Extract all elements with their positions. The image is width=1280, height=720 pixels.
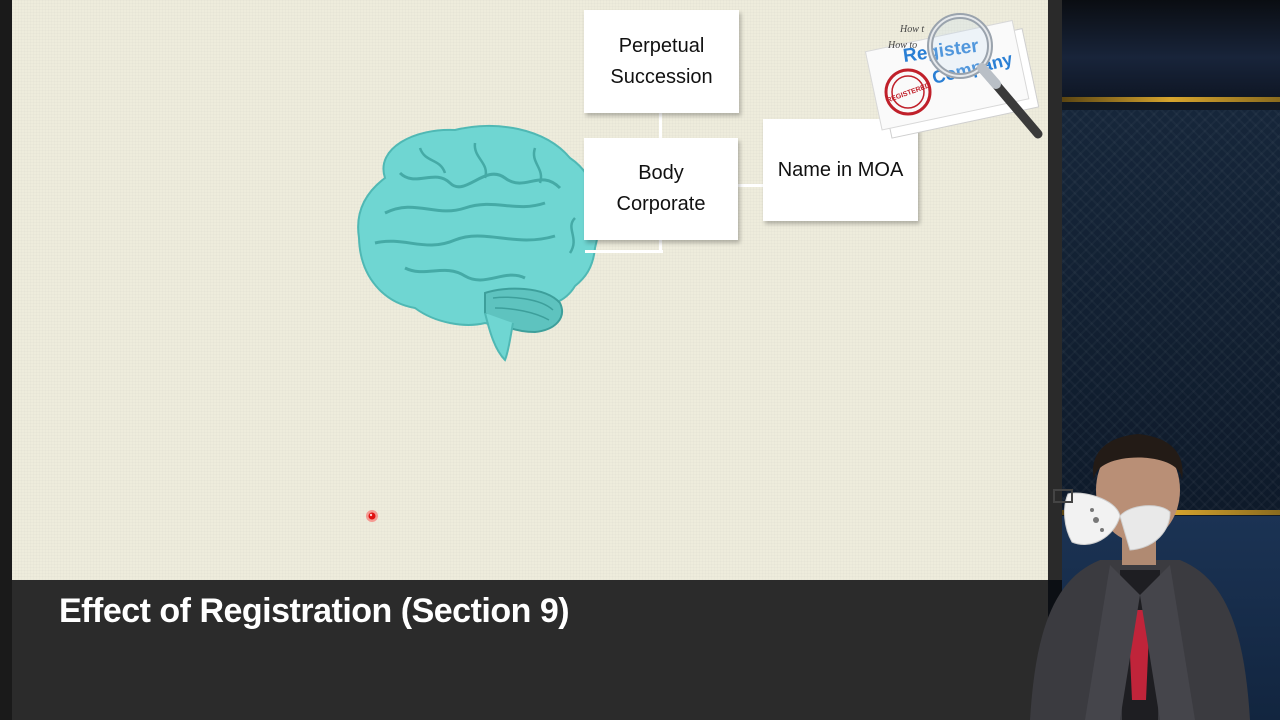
perpetual-succession-line1: Perpetual [618, 34, 705, 57]
box-body-corporate: Body Corporate [584, 138, 738, 240]
body-corporate-line2: Corporate [616, 193, 706, 215]
logo-heading-line2: How to [887, 40, 917, 51]
caption-title: Effect of Registration (Section 9) [59, 592, 570, 630]
logo-heading-line1: How t [899, 24, 924, 35]
name-in-moa-label: Name in MOA [777, 158, 904, 181]
magnifying-glass-icon [927, 13, 1043, 139]
perpetual-succession-line2: Succession [610, 65, 713, 88]
register-company-logo: How t How to Register Company REGISTERED [864, 13, 1043, 139]
studio-mesh-panel [1062, 110, 1280, 510]
laser-pointer-icon [366, 510, 378, 522]
slide-right-border [1048, 0, 1062, 580]
caption-bar: Effect of Registration (Section 9) [12, 580, 1048, 720]
connector-horizontal-bottom [585, 250, 663, 253]
box-perpetual-succession: Perpetual Succession [584, 10, 739, 113]
left-border [0, 0, 12, 720]
presenter-figure [1030, 434, 1250, 720]
studio-top-panel [1062, 0, 1280, 96]
body-corporate-line1: Body [638, 162, 684, 184]
registered-stamp-icon [884, 68, 932, 116]
connector-to-moa [738, 184, 764, 187]
brain-illustration [357, 124, 600, 362]
studio-gold-stripe [1062, 97, 1280, 102]
